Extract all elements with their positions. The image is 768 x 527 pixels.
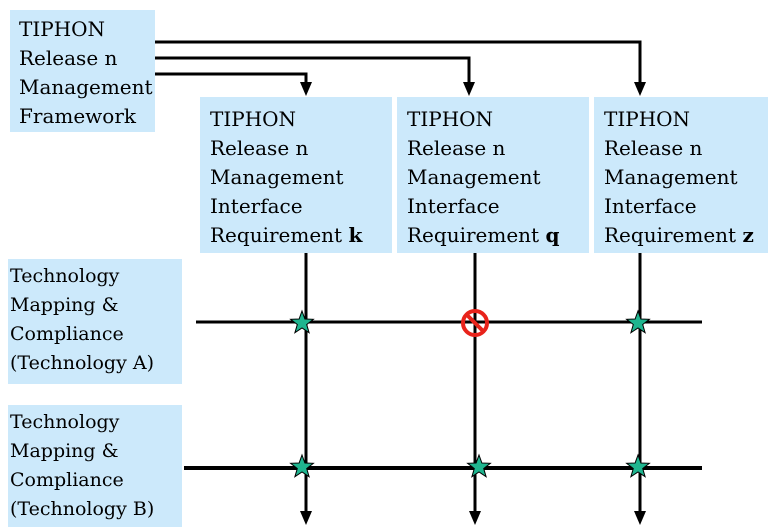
requirement-line: TIPHON [604, 107, 691, 131]
requirement-q-box: TIPHON Release n Management Interface Re… [397, 97, 589, 253]
bottom-arrowheads [300, 511, 646, 525]
requirement-line: Interface [604, 194, 697, 218]
requirement-line: Release n [604, 136, 703, 160]
requirement-prefix: Requirement [604, 223, 743, 247]
technology-b-box: Technology Mapping & Compliance (Technol… [8, 405, 182, 527]
arrowhead-icon [634, 82, 646, 96]
no-entry-icon [461, 309, 489, 337]
requirement-line: TIPHON [210, 107, 297, 131]
technology-horizontals [184, 320, 702, 470]
requirement-verticals [304, 253, 642, 511]
requirement-label-line: Requirement k [210, 221, 392, 250]
arrowhead-icon [469, 511, 481, 525]
framework-to-q-connector [155, 56, 471, 82]
requirement-line: Management [407, 165, 541, 189]
requirement-line: Release n [407, 136, 506, 160]
technology-line: Technology [10, 265, 120, 287]
arrowhead-icon [463, 82, 475, 96]
requirement-line: Management [210, 165, 344, 189]
star-icon [290, 310, 314, 334]
framework-arrowheads [300, 82, 646, 96]
technology-a-box: Technology Mapping & Compliance (Technol… [8, 259, 182, 384]
technology-line: Technology [10, 411, 120, 433]
framework-line: Management [19, 75, 153, 99]
framework-line: TIPHON [19, 17, 106, 41]
requirement-letter: z [742, 223, 754, 247]
technology-line: Mapping & [10, 294, 119, 316]
technology-line: Mapping & [10, 440, 119, 462]
star-icon [467, 454, 491, 478]
framework-to-z-connector [155, 40, 642, 82]
requirement-label-line: Requirement z [604, 221, 768, 250]
framework-line: Framework [19, 104, 137, 128]
arrowhead-icon [300, 82, 312, 96]
framework-to-k-connector [155, 72, 308, 82]
compliance-markers [290, 309, 650, 478]
requirement-line: TIPHON [407, 107, 494, 131]
requirement-prefix: Requirement [210, 223, 349, 247]
requirement-prefix: Requirement [407, 223, 546, 247]
framework-box: TIPHON Release n Management Framework [10, 10, 155, 132]
requirement-z-box: TIPHON Release n Management Interface Re… [594, 97, 768, 253]
requirement-line: Management [604, 165, 738, 189]
requirement-letter: k [348, 223, 363, 247]
framework-connectors [155, 40, 642, 82]
star-icon [626, 454, 650, 478]
requirement-letter: q [545, 223, 560, 247]
technology-line: (Technology A) [10, 352, 154, 374]
requirement-k-box: TIPHON Release n Management Interface Re… [200, 97, 392, 253]
requirement-line: Interface [210, 194, 303, 218]
requirement-line: Release n [210, 136, 309, 160]
requirement-line: Interface [407, 194, 500, 218]
framework-line: Release n [19, 46, 118, 70]
arrowhead-icon [300, 511, 312, 525]
star-icon [626, 310, 650, 334]
technology-line: Compliance [10, 323, 124, 345]
arrowhead-icon [634, 511, 646, 525]
technology-line: (Technology B) [10, 498, 155, 520]
technology-line: Compliance [10, 469, 124, 491]
requirement-label-line: Requirement q [407, 221, 589, 250]
star-icon [290, 454, 314, 478]
